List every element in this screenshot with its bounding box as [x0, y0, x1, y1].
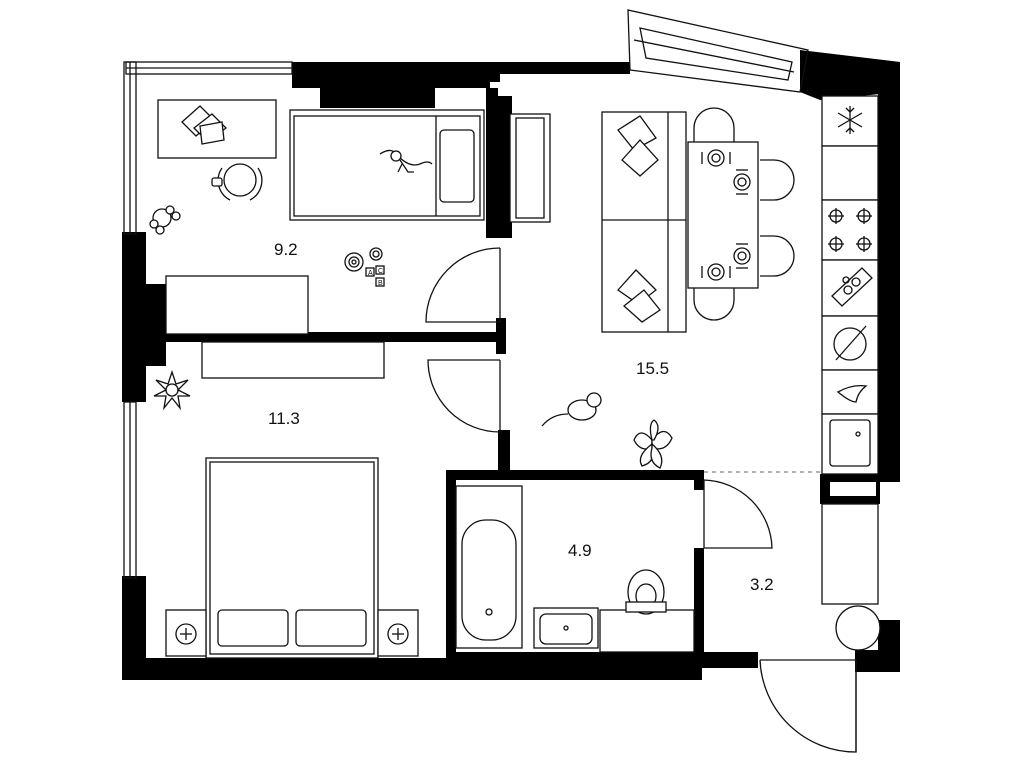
water-drop-icon: [836, 384, 868, 403]
papers-icon: [181, 105, 227, 145]
sink-washbasin: [533, 607, 599, 649]
toys-icon: [344, 247, 383, 272]
round-stool: [835, 605, 881, 651]
dining-table: [687, 141, 759, 289]
wardrobe: [821, 503, 879, 605]
bench: [201, 341, 385, 379]
sofa: [601, 111, 687, 333]
cat-icon: [379, 149, 433, 173]
dining-chairs: [693, 107, 795, 321]
sitting-cat-icon: [541, 392, 602, 427]
plant-icon: [153, 369, 191, 411]
area-label-hallway: 3.2: [750, 575, 774, 594]
nightstand-right: [377, 609, 419, 657]
snowflake-icon: [837, 106, 863, 134]
toy-animal-icon: [149, 205, 181, 235]
toilet: [599, 569, 695, 653]
area-label-kitchen-living: 15.5: [636, 359, 669, 378]
toy-blocks-icon: A C B: [365, 265, 385, 287]
dish-icon: [831, 267, 873, 307]
children-room-furniture: A C B: [149, 99, 551, 335]
area-label-children-room: 9.2: [274, 240, 298, 259]
svg-text:C: C: [378, 268, 383, 275]
double-bed: [205, 457, 379, 659]
svg-text:A: A: [368, 270, 373, 277]
bathtub: [455, 485, 523, 649]
windows: [123, 9, 809, 579]
outer-walls: [122, 50, 900, 680]
stove: [821, 199, 879, 261]
stove-burners-icon: [828, 208, 872, 252]
area-label-bathroom: 4.9: [568, 541, 592, 560]
area-label-bedroom: 11.3: [268, 409, 300, 428]
plant-icon-2: [633, 419, 673, 469]
kitchen-furniture: [541, 95, 879, 475]
interior-walls: [146, 88, 880, 660]
bedroom-furniture: [153, 341, 419, 659]
hallway-furniture: [821, 503, 881, 651]
bathroom-furniture: [455, 485, 695, 653]
sink-icon: [829, 419, 871, 467]
dishwasher-icon: [833, 325, 867, 361]
doors: [425, 247, 857, 753]
svg-text:B: B: [378, 280, 383, 287]
nightstand-left: [165, 609, 207, 657]
desk-chair-icon: [211, 163, 263, 201]
single-bed: [289, 109, 485, 221]
dresser: [165, 275, 309, 335]
plate-settings-icon: [701, 149, 751, 281]
